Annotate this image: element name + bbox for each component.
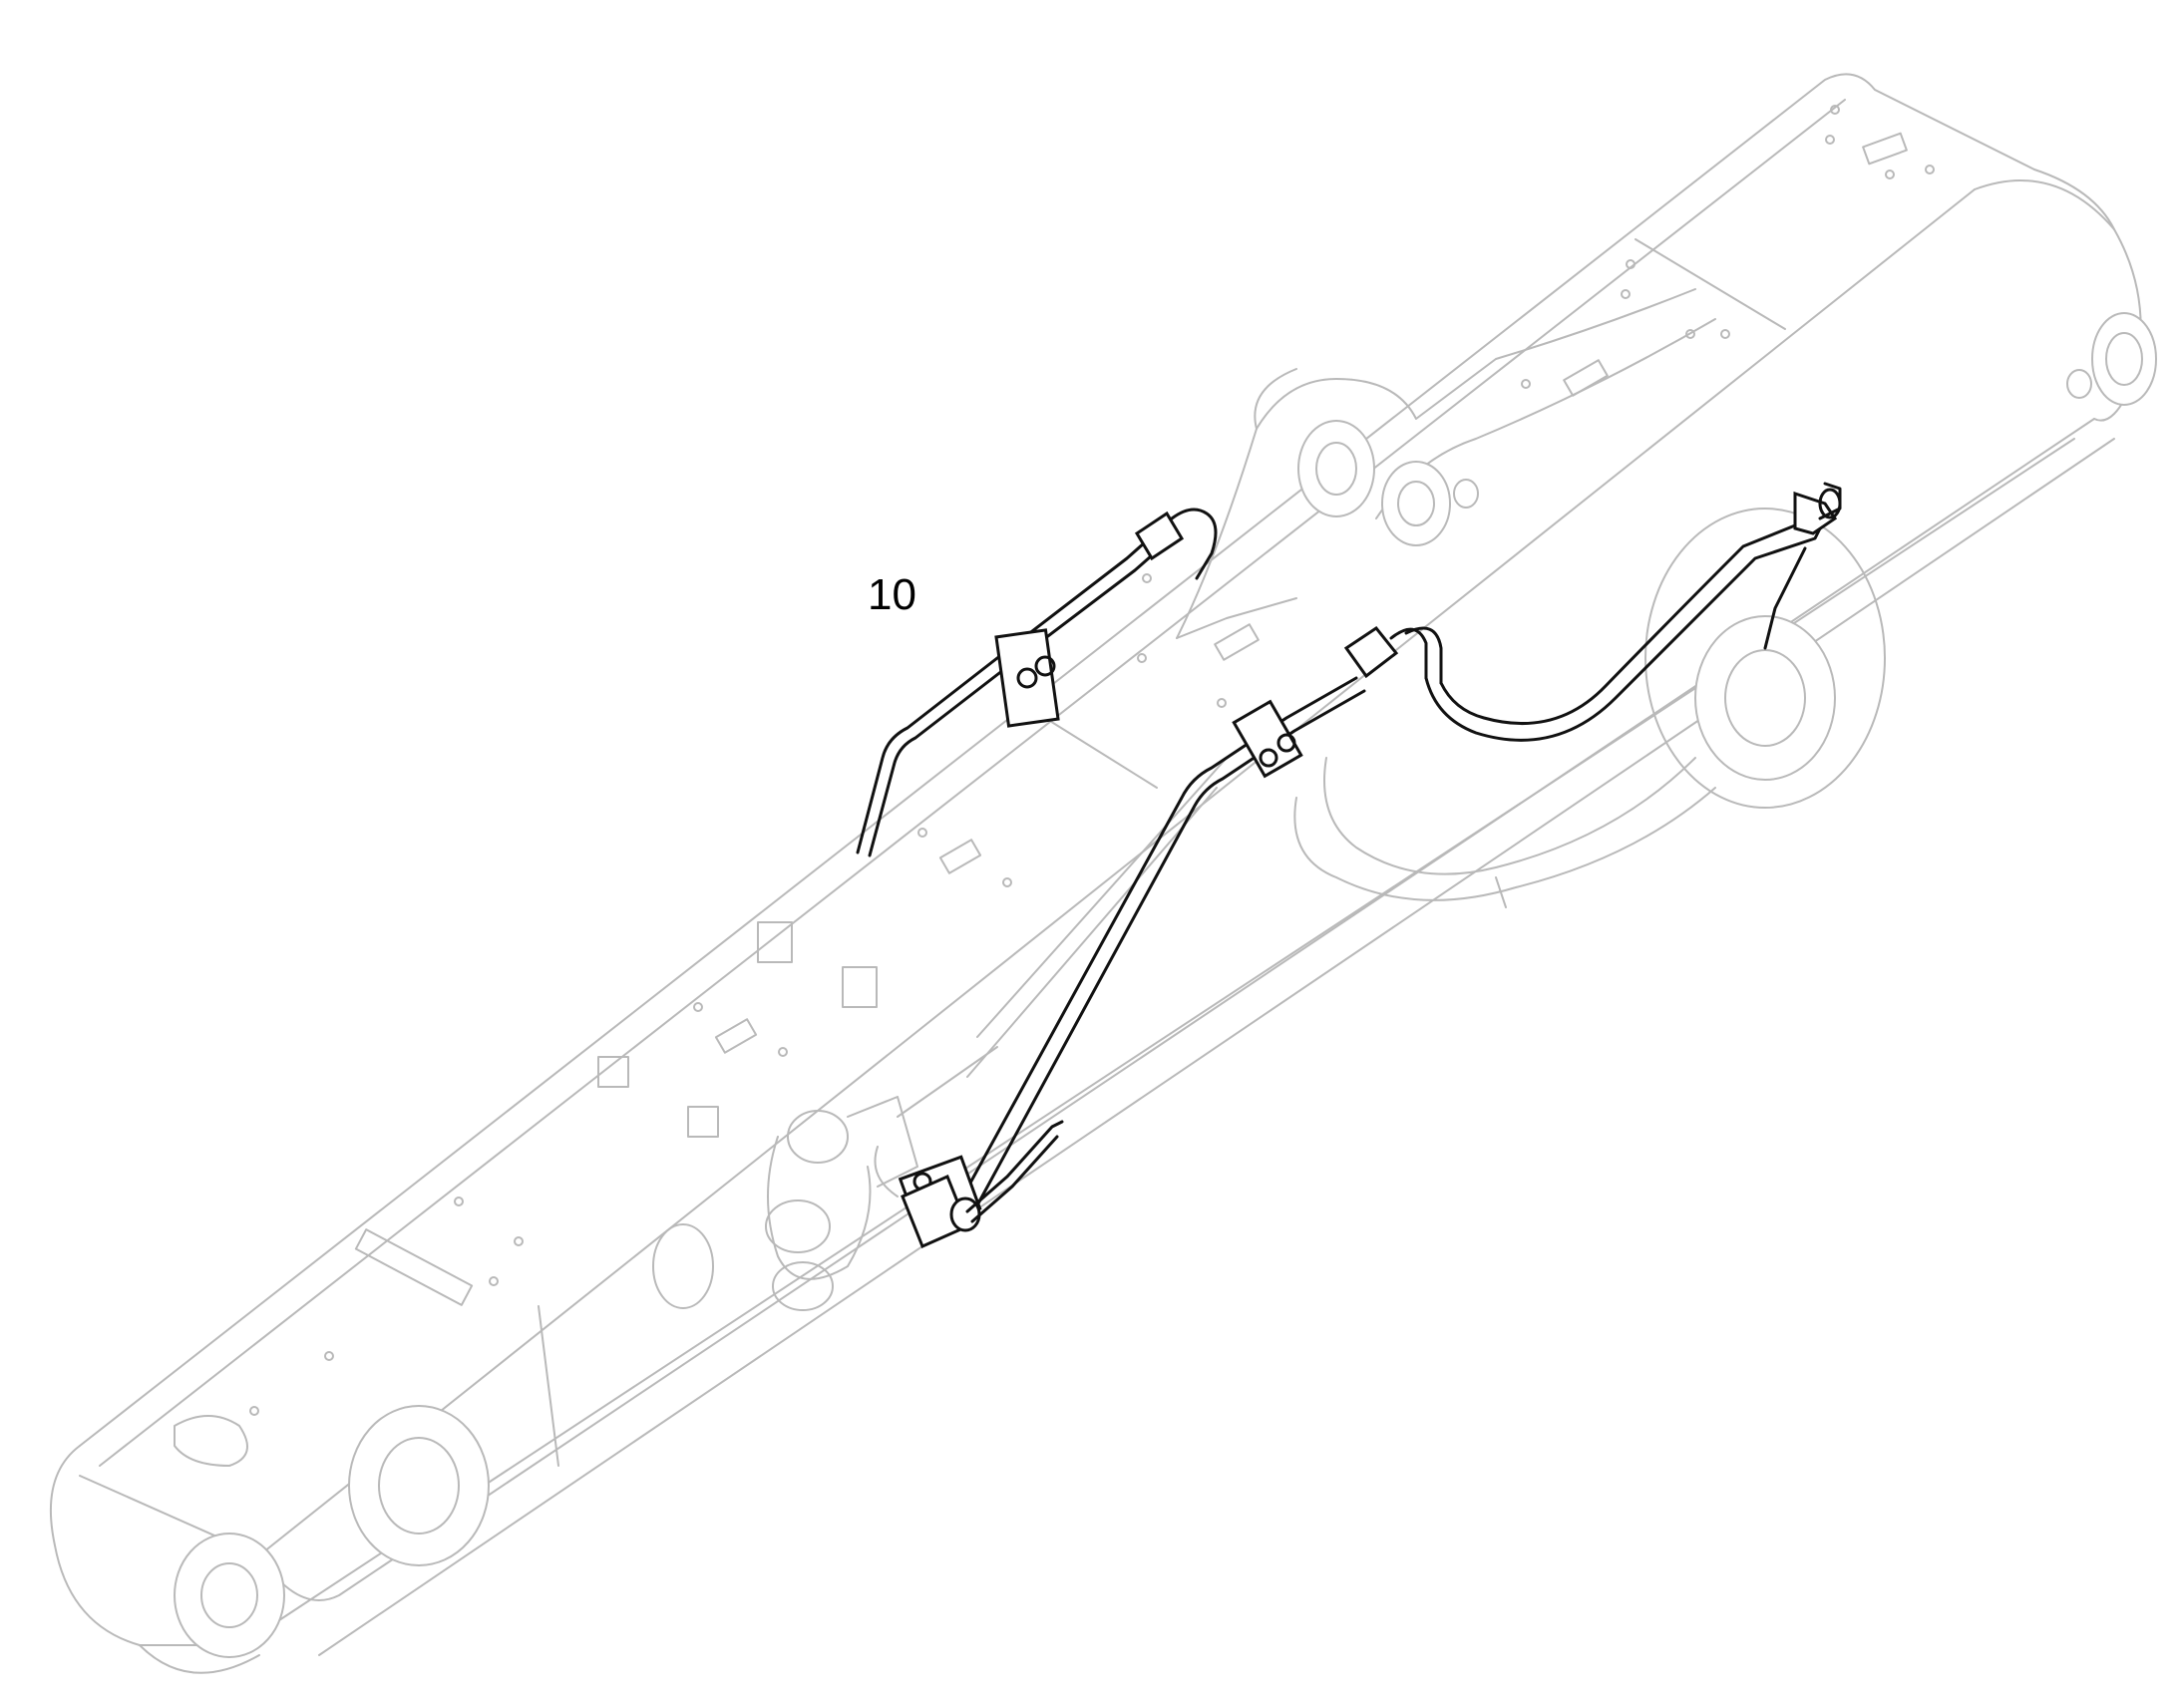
mounting-pads [174,132,1908,1467]
ghost-hydraulic-lines [874,757,1716,1197]
arm-bracket [1176,288,1716,639]
pipe-clamp-middle [1232,699,1303,779]
pivot-bosses [174,312,2157,1658]
boom-foot-boss [174,1533,285,1658]
callout-label-10: 10 [868,570,916,619]
pipe-clamp-upper [994,628,1060,728]
bracket-pin-left [1297,420,1375,517]
hydraulic-tube-assembly-10 [856,482,1842,1249]
fitting-tee [1343,625,1399,679]
fitting-upper-elbow [1134,511,1185,561]
valve-block [765,1096,918,1311]
bracket-pin-right [1381,461,1451,546]
bolt-dots [249,105,1935,1416]
cylinder-mount-boss [1694,615,1836,781]
valve-lever [965,1120,1064,1213]
boom-structure [49,73,2142,1674]
mid-boss [348,1405,490,1566]
rear-pin-boss [2091,312,2157,406]
